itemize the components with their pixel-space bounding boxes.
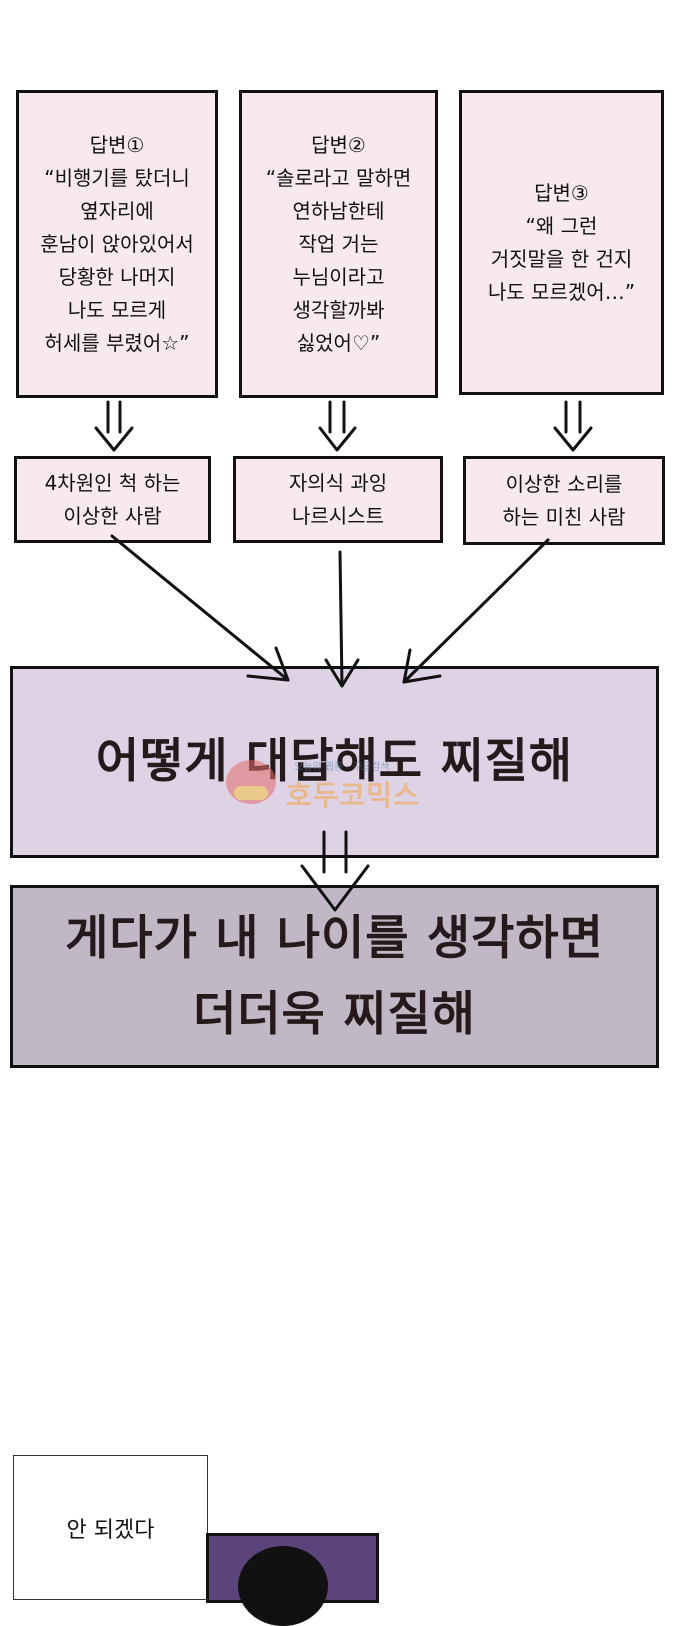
answer-box-2: 답변② “솔로라고 말하면 연하남한테 작업 거는 누님이라고 생각할까봐 싫었… bbox=[239, 90, 438, 398]
result-box-2: 자의식 과잉 나르시스트 bbox=[233, 456, 443, 543]
mascot-icon bbox=[226, 760, 276, 804]
double-arrow-1 bbox=[94, 400, 134, 452]
watermark-logo: 오늘의 웹툰 · 구글검색 호두코믹스 bbox=[220, 756, 470, 812]
answer-box-1: 답변① “비행기를 탔더니 옆자리에 훈남이 앉아있어서 당황한 나머지 나도 … bbox=[16, 90, 218, 398]
watermark-brand: 호두코믹스 bbox=[286, 779, 420, 812]
double-arrow-4 bbox=[300, 830, 370, 912]
caption-box: 안 되겠다 bbox=[13, 1455, 208, 1600]
result-text-3: 이상한 소리를 하는 미친 사람 bbox=[502, 471, 626, 529]
result-text-2: 자의식 과잉 나르시스트 bbox=[288, 470, 388, 528]
final-box: 게다가 내 나이를 생각하면 더더욱 찌질해 bbox=[10, 885, 659, 1068]
double-arrow-3 bbox=[553, 400, 593, 452]
double-arrow-2 bbox=[318, 400, 357, 452]
watermark-small-text: 오늘의 웹툰 · 구글검색 bbox=[294, 762, 390, 773]
answer-text-2: 답변② “솔로라고 말하면 연하남한테 작업 거는 누님이라고 생각할까봐 싫었… bbox=[265, 132, 412, 355]
answer-text-1: 답변① “비행기를 탔더니 옆자리에 훈남이 앉아있어서 당황한 나머지 나도 … bbox=[40, 132, 194, 355]
result-box-1: 4차원인 척 하는 이상한 사람 bbox=[14, 456, 211, 543]
conclusion-box: 어떻게 대답해도 찌질해 bbox=[10, 666, 659, 858]
result-box-3: 이상한 소리를 하는 미친 사람 bbox=[463, 456, 665, 545]
converge-arrow-3 bbox=[402, 538, 550, 684]
converge-arrow-1 bbox=[110, 534, 290, 682]
caption-text: 안 되겠다 bbox=[66, 1517, 155, 1543]
result-text-1: 4차원인 척 하는 이상한 사람 bbox=[44, 470, 181, 528]
answer-box-3: 답변③ “왜 그런 거짓말을 한 건지 나도 모르겠어…” bbox=[459, 90, 664, 395]
converge-arrow-2 bbox=[324, 550, 360, 688]
final-text: 게다가 내 나이를 생각하면 더더욱 찌질해 bbox=[65, 910, 604, 1042]
character-hair bbox=[238, 1546, 328, 1626]
answer-text-3: 답변③ “왜 그런 거짓말을 한 건지 나도 모르겠어…” bbox=[487, 180, 636, 304]
